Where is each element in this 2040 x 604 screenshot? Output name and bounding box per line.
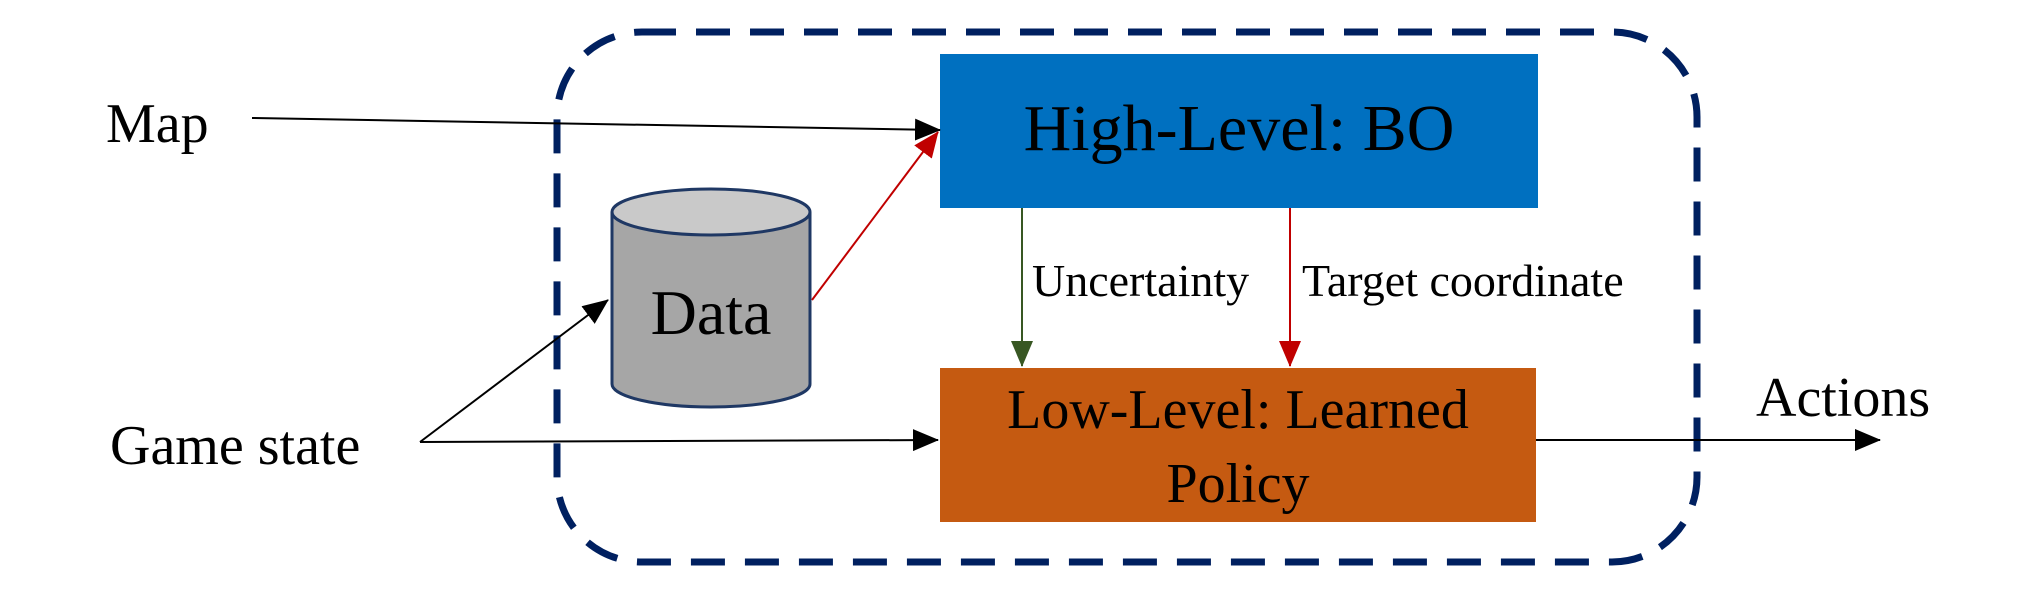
low-level-block xyxy=(940,368,1536,522)
actions-label: Actions xyxy=(1756,367,1930,429)
game-state-to-data-arrow xyxy=(419,299,609,443)
game-state-to-low-level-arrow xyxy=(419,429,939,452)
low-level-label-line1: Low-Level: Learned xyxy=(1007,379,1469,441)
data-to-high-level-arrow xyxy=(811,131,939,301)
map-to-high-level-arrow xyxy=(251,117,941,141)
target-coordinate-label: Target coordinate xyxy=(1302,255,1624,306)
high-level-label: High-Level: BO xyxy=(1024,92,1455,165)
low-level-label-line2: Policy xyxy=(1166,453,1309,515)
uncertainty-label: Uncertainty xyxy=(1032,255,1249,306)
system-boundary xyxy=(553,28,1701,566)
high-level-block xyxy=(940,54,1538,208)
data-store-cylinder xyxy=(610,187,812,409)
map-label: Map xyxy=(106,93,209,155)
data-store-label: Data xyxy=(651,277,772,348)
game-state-label: Game state xyxy=(110,415,360,477)
